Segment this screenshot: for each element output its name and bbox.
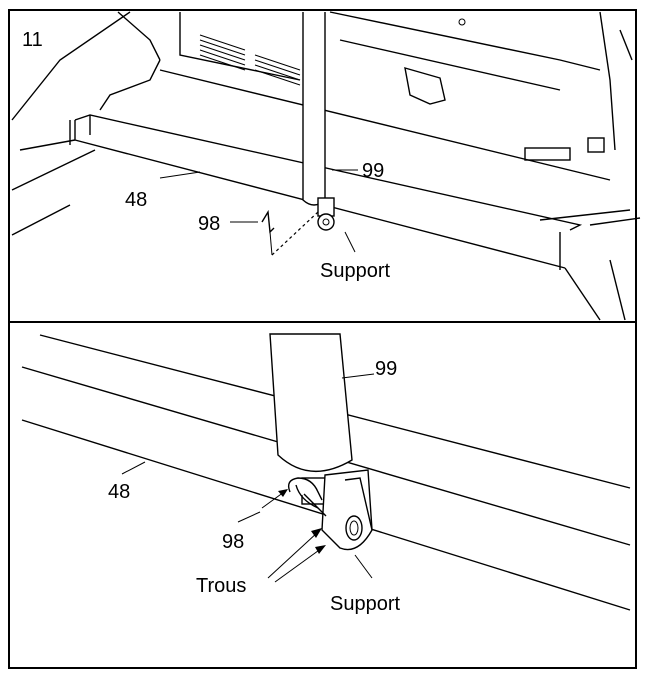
- label-98-top: 98: [198, 213, 220, 235]
- label-trous: Trous: [196, 575, 246, 597]
- treadmill-frame-drawing: [11, 11, 641, 321]
- pin-98-top: [261, 209, 275, 234]
- vent-grille: [199, 34, 301, 86]
- bottom-panel: 99 48 98 Trous Support: [8, 321, 637, 669]
- label-support-top: Support: [320, 260, 390, 282]
- label-48-bottom: 48: [108, 481, 130, 503]
- label-99-bottom: 99: [375, 358, 397, 380]
- cylinder-99-top: [302, 12, 335, 231]
- pin-insertion-path: [271, 211, 319, 256]
- label-support-bottom: Support: [330, 593, 400, 615]
- label-98-bottom: 98: [222, 531, 244, 553]
- label-48-top: 48: [125, 189, 147, 211]
- label-99-top: 99: [362, 160, 384, 182]
- pin-98-bottom: [287, 477, 327, 517]
- step-number: 11: [22, 29, 43, 51]
- top-panel: 11 99 48 98 Support: [8, 9, 641, 323]
